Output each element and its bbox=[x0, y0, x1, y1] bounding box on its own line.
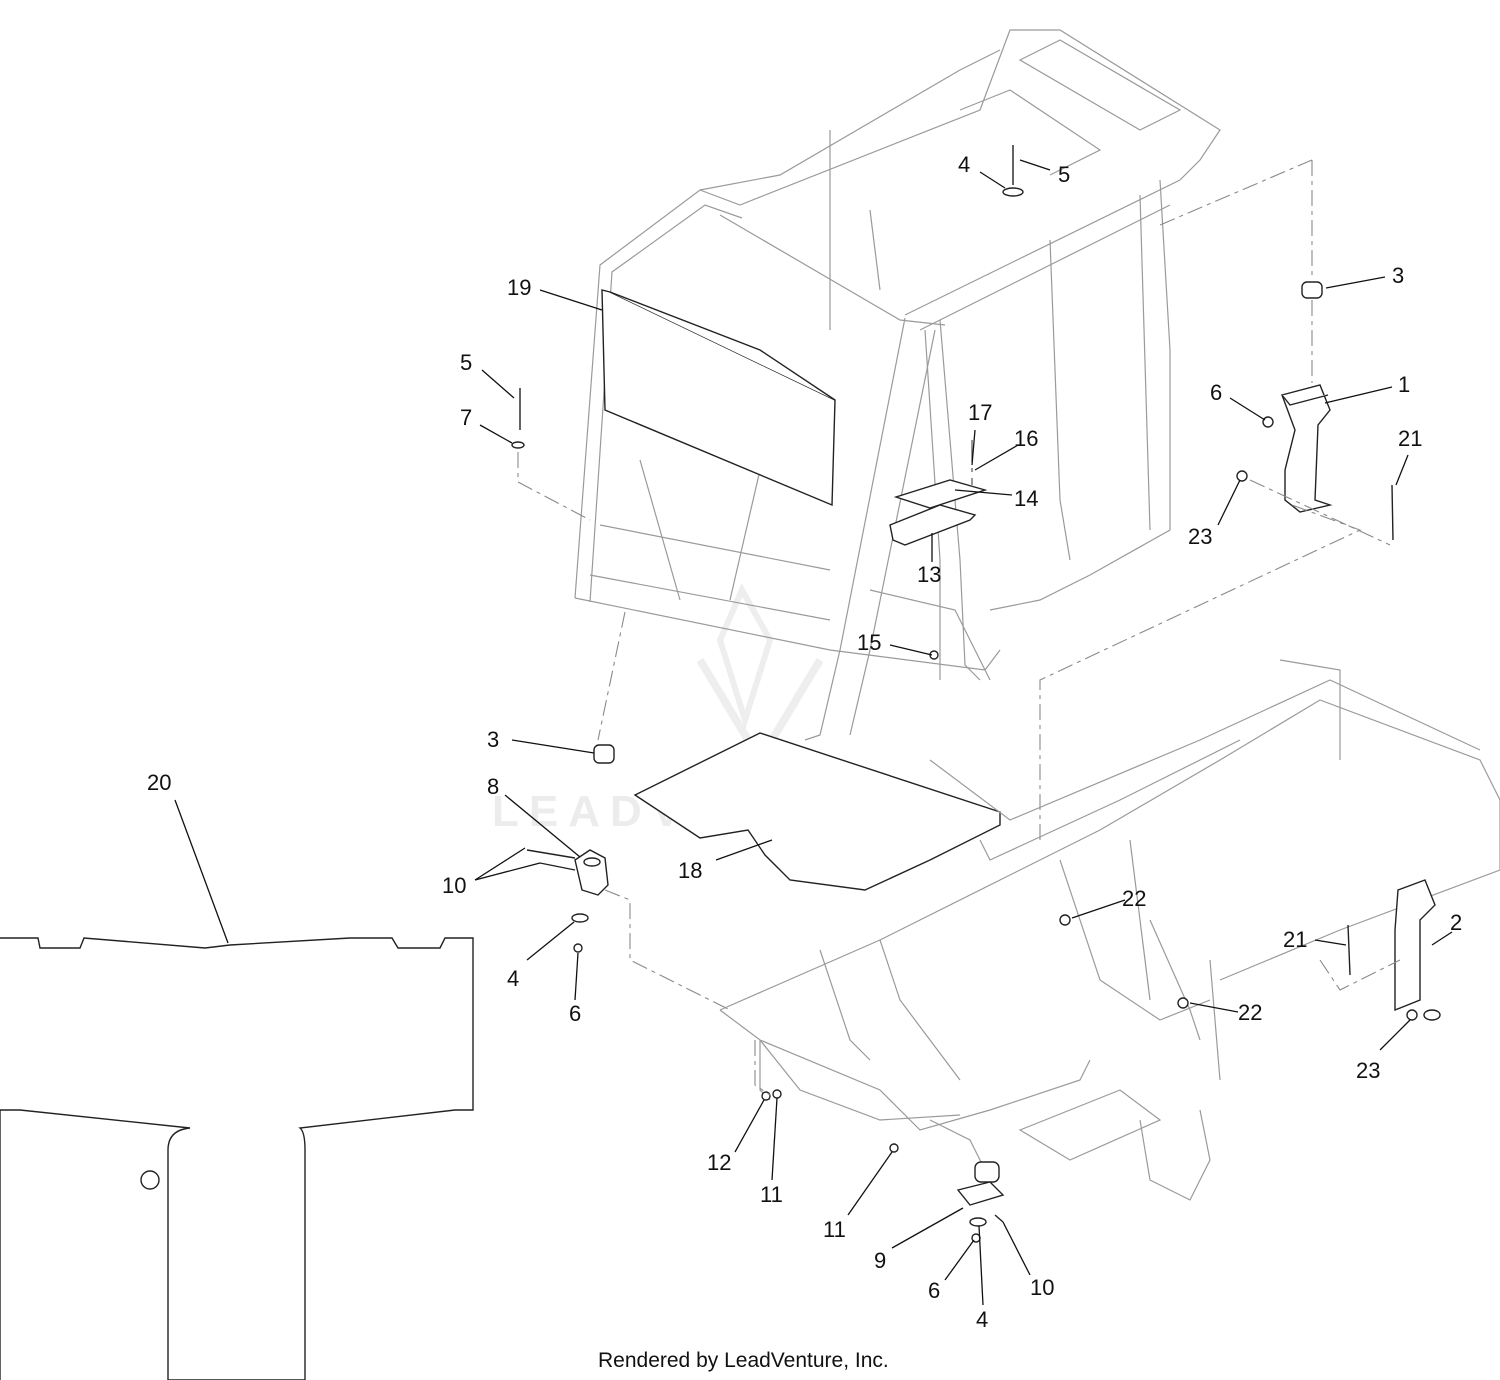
callout-9: 9 bbox=[874, 1248, 886, 1273]
callout-17: 17 bbox=[968, 400, 992, 425]
part-11-screw-b bbox=[889, 1143, 899, 1153]
part-22-bolt-upper bbox=[1059, 914, 1071, 926]
part-20-floor-mat bbox=[0, 937, 474, 1380]
part-23-bolt-upper bbox=[1236, 470, 1248, 482]
part-2-mount-bracket bbox=[1394, 879, 1441, 1021]
part-3-bushing-left bbox=[593, 744, 615, 764]
part-9-lower-mount bbox=[956, 1161, 1005, 1243]
part-1-mount-bracket bbox=[1281, 384, 1333, 513]
part-10-bolts-left bbox=[526, 849, 576, 859]
callout-6-lower: 6 bbox=[928, 1278, 940, 1303]
part-5-7-left-bolt bbox=[511, 388, 525, 449]
part-4-6-washer-nut-left bbox=[571, 913, 589, 953]
footer-credit: Rendered by LeadVenture, Inc. bbox=[598, 1349, 889, 1372]
callout-12: 12 bbox=[707, 1150, 731, 1175]
callout-11-a: 11 bbox=[760, 1182, 783, 1207]
callout-5-top: 5 bbox=[1058, 162, 1070, 187]
callout-6-left: 6 bbox=[569, 1001, 581, 1026]
part-18-floor-mat bbox=[633, 732, 1001, 891]
callout-6-upper: 6 bbox=[1210, 380, 1222, 405]
part-6-nut-upper bbox=[1262, 416, 1274, 428]
callout-10-left: 10 bbox=[442, 873, 466, 898]
callout-7: 7 bbox=[460, 405, 472, 430]
callout-19: 19 bbox=[507, 275, 531, 300]
callout-8: 8 bbox=[487, 774, 499, 799]
callout-2: 2 bbox=[1450, 910, 1462, 935]
callout-4-lower: 4 bbox=[976, 1307, 988, 1332]
callout-22-upper: 22 bbox=[1122, 886, 1146, 911]
part-19-panel bbox=[601, 289, 836, 507]
callout-23-lower: 23 bbox=[1356, 1058, 1380, 1083]
callout-15: 15 bbox=[857, 630, 881, 655]
callout-labels: 4 5 3 19 5 7 6 1 17 16 21 14 23 13 15 3 … bbox=[147, 152, 1462, 1332]
chassis-frame bbox=[719, 659, 1500, 1201]
callout-16: 16 bbox=[1014, 426, 1038, 451]
part-12-screw bbox=[761, 1091, 771, 1101]
callout-22-lower: 22 bbox=[1238, 1000, 1262, 1025]
part-4-5-top-bolt bbox=[1002, 145, 1024, 197]
callout-3-left: 3 bbox=[487, 727, 499, 752]
part-8-bracket bbox=[574, 849, 609, 896]
cab-frame bbox=[574, 29, 1221, 741]
callout-4-top: 4 bbox=[958, 152, 970, 177]
callout-10-lower: 10 bbox=[1030, 1275, 1054, 1300]
part-11-screw-a bbox=[772, 1089, 782, 1099]
callout-14: 14 bbox=[1014, 486, 1038, 511]
callout-21-upper: 21 bbox=[1398, 426, 1422, 451]
callout-1: 1 bbox=[1398, 372, 1410, 397]
callout-3-upper: 3 bbox=[1392, 263, 1404, 288]
callout-20: 20 bbox=[147, 770, 171, 795]
part-13-plate bbox=[889, 504, 977, 546]
part-21-pin-upper bbox=[1391, 484, 1394, 541]
part-3-bushing-upper bbox=[1301, 281, 1323, 299]
callout-13: 13 bbox=[917, 562, 941, 587]
part-22-bolt-lower bbox=[1177, 997, 1189, 1009]
part-14-plate bbox=[893, 479, 988, 509]
part-23-bolt-lower bbox=[1406, 1009, 1418, 1021]
leader-lines bbox=[174, 159, 1453, 1306]
callout-23-upper: 23 bbox=[1188, 524, 1212, 549]
part-21-pin-lower bbox=[1347, 924, 1351, 976]
callout-18: 18 bbox=[678, 858, 702, 883]
callout-11-b: 11 bbox=[823, 1217, 846, 1242]
callout-5-left: 5 bbox=[460, 350, 472, 375]
callout-4-left: 4 bbox=[507, 966, 519, 991]
callout-21-lower: 21 bbox=[1283, 927, 1307, 952]
